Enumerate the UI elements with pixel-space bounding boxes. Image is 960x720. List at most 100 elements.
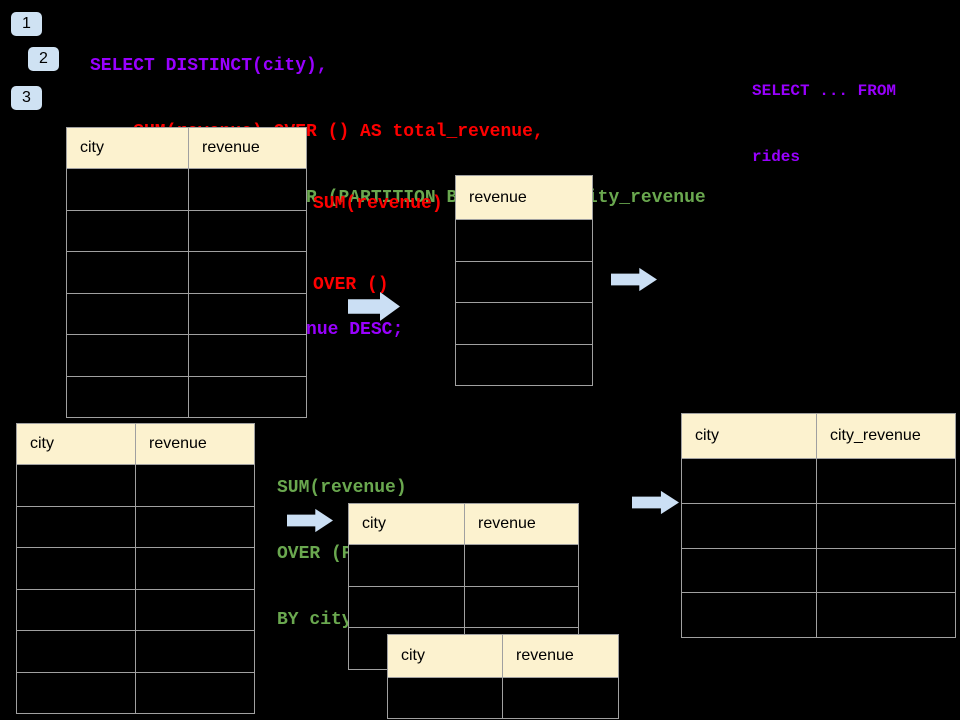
table-cell xyxy=(817,502,955,548)
flow-arrow-icon xyxy=(287,508,333,533)
table-row xyxy=(17,547,254,589)
table-cell xyxy=(136,588,254,630)
table-cell xyxy=(456,343,592,385)
table-cell xyxy=(456,260,592,302)
table-row xyxy=(388,677,618,718)
table-cell xyxy=(456,219,592,261)
table-cell xyxy=(349,585,465,627)
column-header: revenue xyxy=(456,176,592,219)
table-cell xyxy=(682,592,817,638)
table-row xyxy=(456,260,592,302)
column-header: revenue xyxy=(189,128,306,168)
table-cell xyxy=(17,464,136,506)
annotation-line: SUM(revenue) xyxy=(277,478,407,498)
table-row xyxy=(67,251,306,293)
column-header: revenue xyxy=(136,424,254,464)
table-cell xyxy=(189,251,306,293)
table-header-row: revenue xyxy=(456,176,592,219)
table-cell xyxy=(67,168,189,210)
table-row xyxy=(17,588,254,630)
table-row xyxy=(456,219,592,261)
table-cell xyxy=(67,375,189,417)
table-row xyxy=(17,464,254,506)
column-header: city xyxy=(17,424,136,464)
table-cell xyxy=(189,292,306,334)
sql-line-select: SELECT DISTINCT(city), xyxy=(90,56,328,76)
column-header: revenue xyxy=(503,635,618,677)
table-row xyxy=(67,168,306,210)
column-header: city xyxy=(349,504,465,544)
table-cell xyxy=(189,375,306,417)
step-badge-3: 3 xyxy=(11,86,42,110)
table-cell xyxy=(817,458,955,503)
column-header: city_revenue xyxy=(817,414,955,458)
table-cell xyxy=(67,251,189,293)
step-badge-1: 1 xyxy=(11,12,42,36)
revenue-only-table: revenue xyxy=(455,175,593,386)
table-row xyxy=(349,544,578,586)
table-cell xyxy=(67,292,189,334)
table-cell xyxy=(189,209,306,251)
table-cell xyxy=(67,334,189,376)
table-row xyxy=(682,547,955,593)
table-cell xyxy=(17,671,136,713)
table-cell xyxy=(67,209,189,251)
column-header: city xyxy=(388,635,503,677)
table-row xyxy=(682,592,955,638)
side-note-line: rides xyxy=(752,148,801,166)
table-cell xyxy=(456,302,592,344)
flow-arrow-icon xyxy=(348,292,400,321)
column-header: revenue xyxy=(465,504,578,544)
table-cell xyxy=(136,630,254,672)
table-cell xyxy=(817,547,955,593)
table-row xyxy=(67,334,306,376)
annotation-over-all: SUM(revenue) OVER () xyxy=(313,137,443,353)
side-note-line: SELECT ... FROM xyxy=(752,82,897,100)
annotation-line: OVER () xyxy=(313,275,389,295)
table-row xyxy=(17,671,254,713)
table-row xyxy=(67,375,306,417)
side-note-select-from-rides: SELECT ... FROM rides xyxy=(752,36,896,212)
table-cell xyxy=(189,334,306,376)
table-cell xyxy=(682,458,817,503)
table-cell xyxy=(136,505,254,547)
table-cell xyxy=(503,677,618,718)
table-cell xyxy=(17,547,136,589)
table-cell xyxy=(465,544,578,586)
table-cell xyxy=(682,547,817,593)
table-row xyxy=(682,458,955,503)
table-cell xyxy=(136,671,254,713)
table-cell xyxy=(349,544,465,586)
table-row xyxy=(67,292,306,334)
table-cell xyxy=(17,630,136,672)
table-cell xyxy=(136,547,254,589)
table-row xyxy=(682,502,955,548)
flow-arrow-icon xyxy=(611,267,657,292)
table-row xyxy=(349,585,578,627)
table-row xyxy=(17,505,254,547)
table-cell xyxy=(465,585,578,627)
table-row xyxy=(17,630,254,672)
table-cell xyxy=(388,677,503,718)
table-cell xyxy=(17,588,136,630)
table-cell xyxy=(136,464,254,506)
table-cell xyxy=(17,505,136,547)
column-header: city xyxy=(67,128,189,168)
table-cell xyxy=(189,168,306,210)
table-cell xyxy=(682,502,817,548)
table-row xyxy=(456,302,592,344)
column-header: city xyxy=(682,414,817,458)
flow-arrow-icon xyxy=(632,490,679,515)
annotation-line: SUM(revenue) xyxy=(313,194,443,214)
table-row xyxy=(456,343,592,385)
